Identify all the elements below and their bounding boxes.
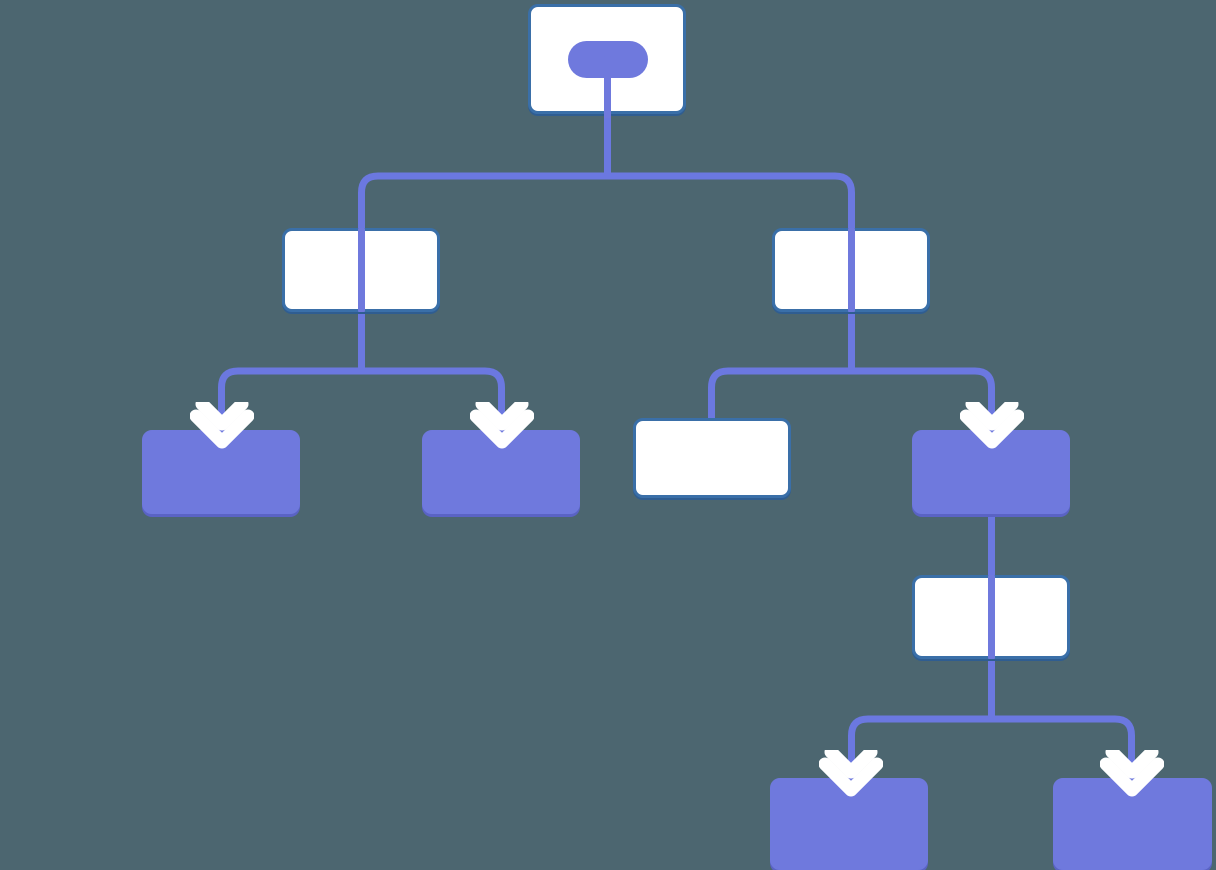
- edge-n2-n5: [361, 367, 505, 432]
- edge-n1-n2: [358, 172, 608, 228]
- edge-n2-n4: [218, 367, 362, 432]
- node-branch-lower-inner-stem: [988, 575, 995, 659]
- node-branch-left-inner-stem: [358, 228, 365, 312]
- edge-n8-n10: [991, 715, 1135, 780]
- edge-n3-n7: [851, 367, 995, 432]
- edge-n8-n9: [848, 715, 992, 780]
- node-leaf-2[interactable]: [422, 430, 580, 514]
- node-plain-white[interactable]: [633, 418, 791, 498]
- node-branch-right-inner-stem: [848, 228, 855, 312]
- edge-n1-n3: [607, 172, 855, 228]
- node-subbranch[interactable]: [912, 430, 1070, 514]
- root-inner-stem: [604, 56, 611, 118]
- node-leaf-1[interactable]: [142, 430, 300, 514]
- edge-n3-n6: [708, 367, 852, 420]
- node-leaf-4[interactable]: [1053, 778, 1212, 870]
- node-leaf-3[interactable]: [770, 778, 928, 870]
